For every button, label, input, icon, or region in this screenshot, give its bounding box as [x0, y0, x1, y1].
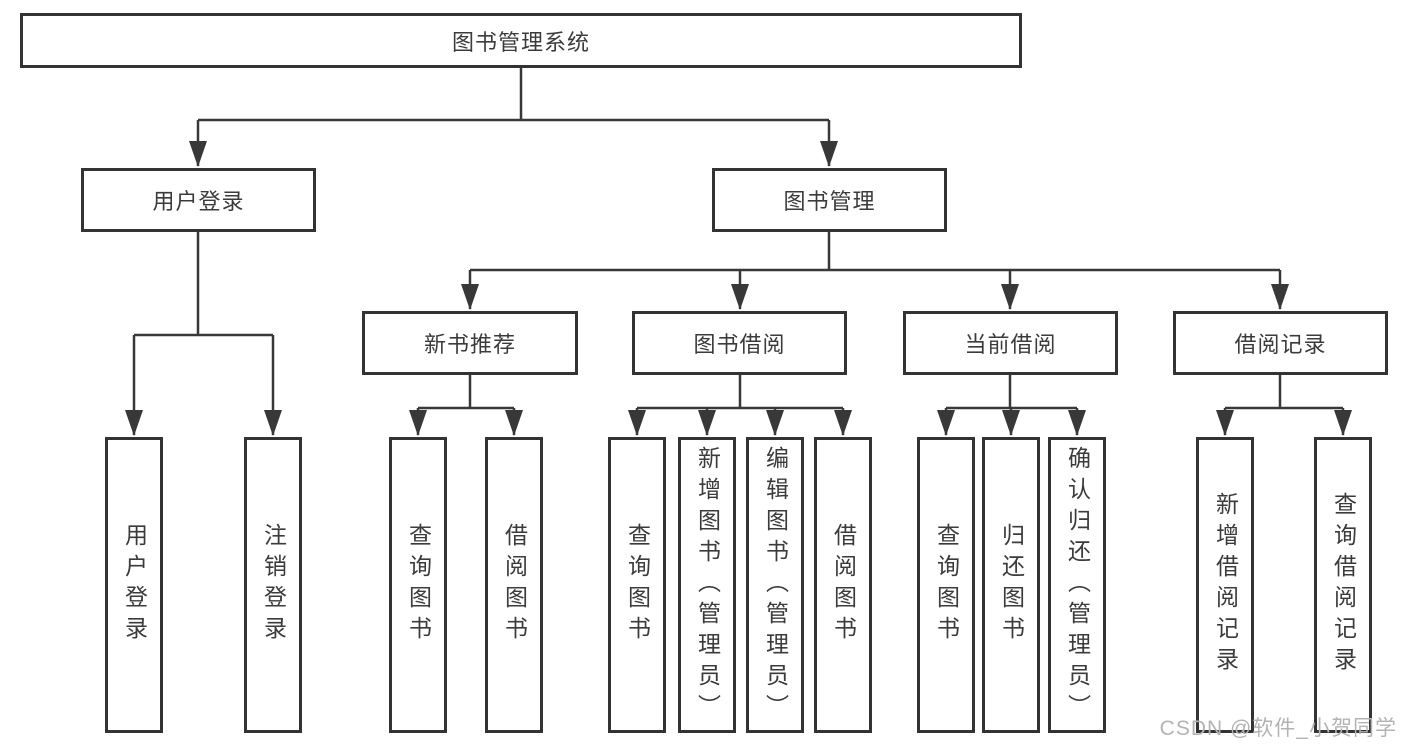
node-leaf-add-record-label: 新增借阅记录 — [1212, 492, 1239, 678]
node-leaf-logout-label: 注销登录 — [260, 523, 287, 647]
node-new-book-rec: 新书推荐 — [362, 311, 578, 375]
connector-root-trunk — [198, 68, 829, 122]
node-leaf-query-book-1-label: 查询图书 — [405, 523, 432, 647]
node-leaf-return-book: 归还图书 — [982, 437, 1040, 733]
node-root: 图书管理系统 — [20, 13, 1022, 68]
node-leaf-query-book-3: 查询图书 — [917, 437, 975, 733]
node-leaf-add-record: 新增借阅记录 — [1196, 437, 1254, 733]
node-user-login-label: 用户登录 — [152, 189, 245, 214]
node-book-borrow: 图书借阅 — [632, 311, 847, 375]
node-leaf-query-book-2-label: 查询图书 — [624, 523, 651, 647]
connector-current-borrow-trunk — [946, 375, 1077, 410]
connector-book-borrow-trunk — [637, 375, 843, 410]
node-leaf-borrow-book-2: 借阅图书 — [814, 437, 872, 733]
node-leaf-query-book-1: 查询图书 — [389, 437, 447, 733]
watermark: CSDN @软件_小贺同学 — [1159, 717, 1397, 740]
node-borrow-record: 借阅记录 — [1173, 311, 1388, 375]
node-leaf-borrow-book-1: 借阅图书 — [485, 437, 543, 733]
node-book-borrow-label: 图书借阅 — [693, 332, 786, 357]
node-leaf-logout: 注销登录 — [244, 437, 302, 733]
node-book-mgmt-label: 图书管理 — [783, 189, 876, 214]
node-root-label: 图书管理系统 — [451, 29, 590, 55]
node-leaf-add-book: 新增图书（管理员） — [678, 437, 736, 733]
node-leaf-edit-book: 编辑图书（管理员） — [746, 437, 804, 733]
node-leaf-confirm-return: 确认归还（管理员） — [1048, 437, 1106, 733]
node-leaf-query-book-2: 查询图书 — [608, 437, 666, 733]
node-book-mgmt: 图书管理 — [712, 168, 947, 232]
node-leaf-borrow-book-1-label: 借阅图书 — [501, 523, 528, 647]
node-leaf-query-book-3-label: 查询图书 — [933, 523, 960, 647]
node-leaf-user-login: 用户登录 — [105, 437, 163, 733]
connector-new-book-rec-trunk — [418, 375, 514, 410]
node-leaf-borrow-book-2-label: 借阅图书 — [830, 523, 857, 647]
node-leaf-confirm-return-label: 确认归还（管理员） — [1064, 445, 1091, 725]
node-current-borrow: 当前借阅 — [903, 311, 1118, 375]
node-current-borrow-label: 当前借阅 — [964, 332, 1057, 357]
node-leaf-user-login-label: 用户登录 — [121, 523, 148, 647]
node-leaf-query-record-label: 查询借阅记录 — [1330, 492, 1357, 678]
node-leaf-edit-book-label: 编辑图书（管理员） — [762, 445, 789, 725]
node-borrow-record-label: 借阅记录 — [1234, 332, 1327, 357]
node-new-book-rec-label: 新书推荐 — [423, 332, 516, 357]
node-user-login: 用户登录 — [81, 168, 316, 232]
connector-user-login-trunk — [134, 232, 273, 337]
node-leaf-query-record: 查询借阅记录 — [1314, 437, 1372, 733]
connector-borrow-record-trunk — [1225, 375, 1343, 410]
node-leaf-add-book-label: 新增图书（管理员） — [694, 445, 721, 725]
connector-book-mgmt-trunk — [470, 232, 1280, 272]
node-leaf-return-book-label: 归还图书 — [998, 523, 1025, 647]
